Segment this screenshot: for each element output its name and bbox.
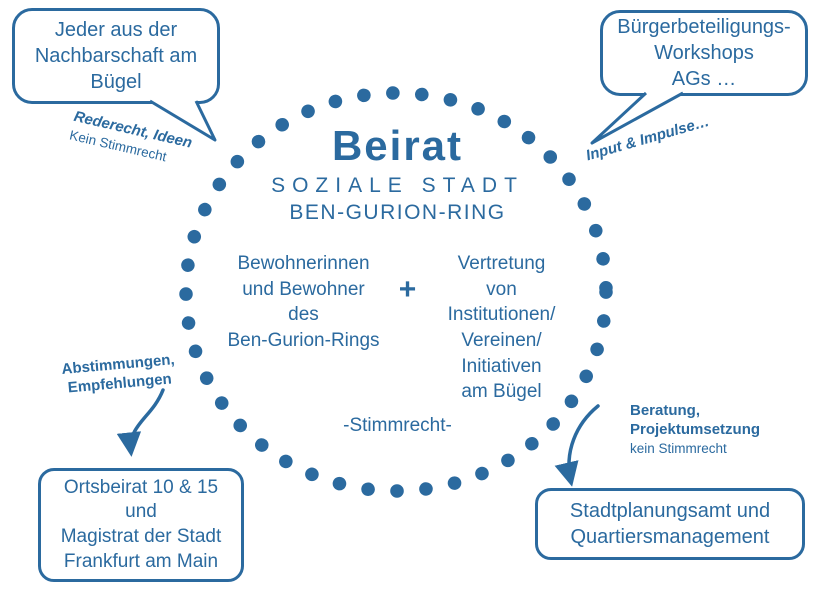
annotation-input-impulse-bold: Input & Impulse… bbox=[584, 112, 712, 165]
box-stadtplanungsamt: Stadtplanungsamt und Quartiersmanagement bbox=[535, 488, 805, 560]
circle-title: Beirat bbox=[331, 122, 464, 169]
box-ortsbeirat-magistrat-text: Ortsbeirat 10 & 15 und Magistrat der Sta… bbox=[60, 476, 222, 572]
box-stadtplanungsamt-text: Stadtplanungsamt und Quartiersmanagement bbox=[569, 500, 771, 548]
annotation-beratung-bold: Beratung, Projektumsetzung bbox=[630, 402, 761, 438]
plus-sign: + bbox=[398, 273, 417, 306]
annotation-beratung: Beratung, Projektumsetzung kein Stimmrec… bbox=[630, 402, 760, 457]
curved-arrow-left-icon bbox=[116, 388, 165, 457]
annotation-abstimmungen-bold: Abstimmungen, Empfehlungen bbox=[60, 351, 176, 397]
box-ortsbeirat-magistrat: Ortsbeirat 10 & 15 und Magistrat der Sta… bbox=[38, 468, 244, 582]
circle-subtitle-line2: BEN-GURION-RING bbox=[289, 201, 506, 224]
speech-bubble-neighborhood-text: Jeder aus der Nachbarschaft am Bügel bbox=[34, 19, 198, 93]
circle-content: Beirat SOZIALE STADT BEN-GURION-RING Bew… bbox=[205, 122, 590, 437]
speech-bubble-neighborhood: Jeder aus der Nachbarschaft am Bügel bbox=[12, 8, 220, 104]
residents-group-text: Bewohnerinnen und Bewohner des Ben-Gurio… bbox=[227, 253, 380, 351]
circle-subtitle-line1: SOZIALE STADT bbox=[271, 174, 524, 197]
institutions-group-text: Vertretung von Institutionen/ Vereinen/ … bbox=[447, 253, 556, 403]
annotation-abstimmungen: Abstimmungen, Empfehlungen bbox=[43, 350, 196, 400]
voting-right-label: -Stimmrecht- bbox=[343, 414, 452, 436]
member-groups: Bewohnerinnen und Bewohner des Ben-Gurio… bbox=[205, 251, 590, 405]
annotation-input-impulse: Input & Impulse… bbox=[584, 104, 743, 166]
annotation-rederecht: Rederecht, Ideen Kein Stimmrecht bbox=[68, 108, 194, 171]
speech-bubble-workshops-text: Bürgerbeteiligungs- Workshops AGs … bbox=[617, 16, 791, 90]
speech-bubble-workshops: Bürgerbeteiligungs- Workshops AGs … bbox=[600, 10, 808, 96]
annotation-beratung-regular: kein Stimmrecht bbox=[630, 440, 727, 456]
